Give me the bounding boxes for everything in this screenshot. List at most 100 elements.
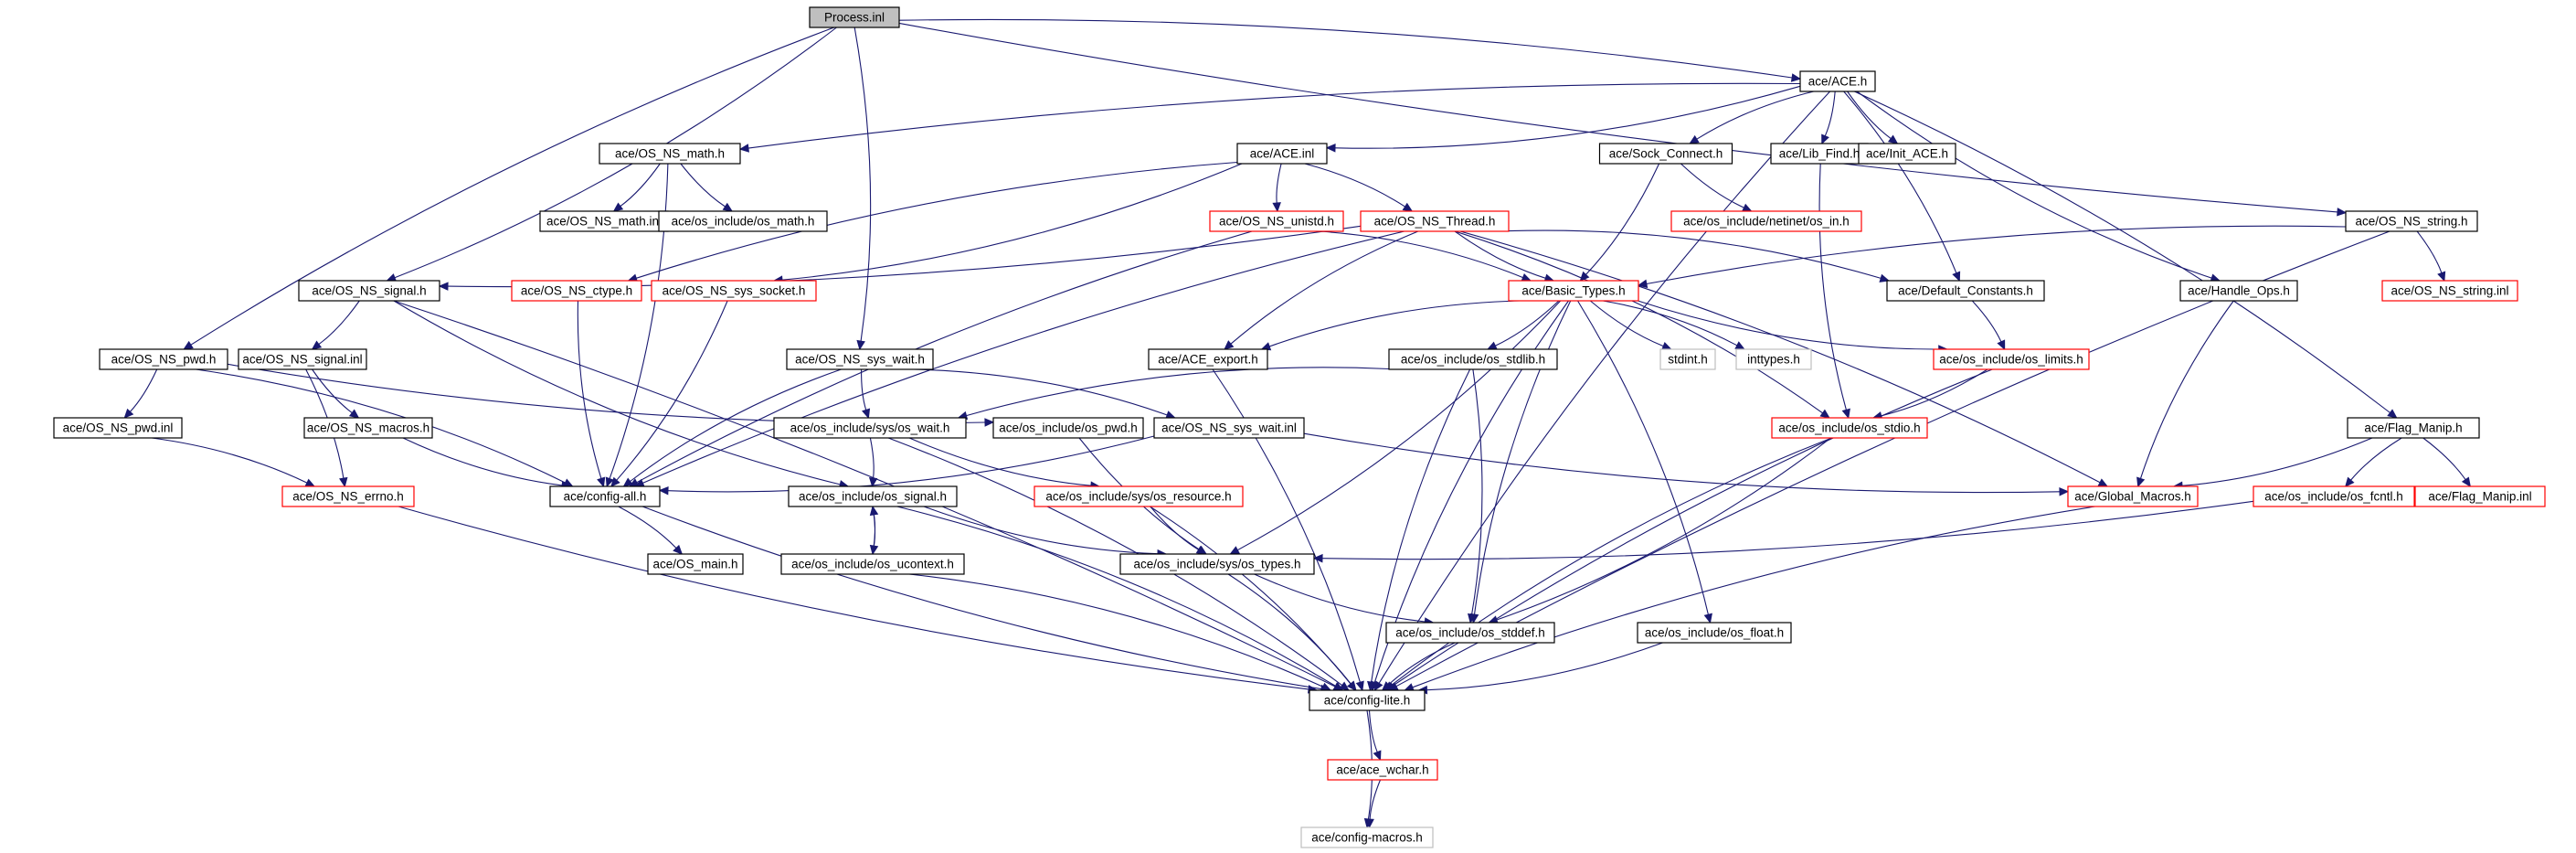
- node-box[interactable]: [1799, 70, 1876, 92]
- arrowhead: [1365, 818, 1374, 829]
- node-box[interactable]: [1670, 210, 1862, 232]
- node-box[interactable]: [2179, 280, 2298, 302]
- node-ace-config-macros-h[interactable]: ace/config-macros.h: [1300, 826, 1434, 848]
- node-ace-handle-ops-h[interactable]: ace/Handle_Ops.h: [2179, 280, 2298, 302]
- node-ace-ace-export-h[interactable]: ace/ACE_export.h: [1148, 348, 1268, 370]
- node-box[interactable]: [1209, 210, 1344, 232]
- node-box[interactable]: [1153, 417, 1305, 439]
- node-box[interactable]: [303, 417, 433, 439]
- node-ace-sock-connect-h[interactable]: ace/Sock_Connect.h: [1598, 143, 1733, 165]
- node-box[interactable]: [2347, 417, 2480, 439]
- node-ace-ace-inl[interactable]: ace/ACE.inl: [1236, 143, 1328, 165]
- node-ace-default-constants-h[interactable]: ace/Default_Constants.h: [1886, 280, 2045, 302]
- node-ace-os-include-os-float-h[interactable]: ace/os_include/os_float.h: [1637, 622, 1792, 644]
- node-box[interactable]: [1886, 280, 2045, 302]
- node-box[interactable]: [599, 143, 741, 165]
- node-box[interactable]: [298, 280, 440, 302]
- node-box[interactable]: [1659, 348, 1716, 370]
- node-ace-os-ns-sys-wait-inl[interactable]: ace/OS_NS_sys_wait.inl: [1153, 417, 1305, 439]
- node-ace-os-ns-macros-h[interactable]: ace/OS_NS_macros.h: [303, 417, 433, 439]
- node-box[interactable]: [1236, 143, 1328, 165]
- node-box[interactable]: [1309, 689, 1426, 711]
- node-ace-ace-wchar-h[interactable]: ace/ace_wchar.h: [1327, 759, 1438, 781]
- node-ace-os-ns-errno-h[interactable]: ace/OS_NS_errno.h: [281, 485, 415, 507]
- node-ace-os-ns-sys-socket-h[interactable]: ace/OS_NS_sys_socket.h: [651, 280, 817, 302]
- node-ace-os-include-os-pwd-h[interactable]: ace/os_include/os_pwd.h: [992, 417, 1144, 439]
- node-ace-os-ns-unistd-h[interactable]: ace/OS_NS_unistd.h: [1209, 210, 1344, 232]
- node-box[interactable]: [1385, 622, 1555, 644]
- node-ace-os-include-sys-os-wait-h[interactable]: ace/os_include/sys/os_wait.h: [773, 417, 967, 439]
- node-box[interactable]: [238, 348, 367, 370]
- node-ace-os-ns-string-inl[interactable]: ace/OS_NS_string.inl: [2381, 280, 2518, 302]
- node-process-inl[interactable]: Process.inl: [809, 6, 900, 28]
- node-box[interactable]: [1388, 348, 1558, 370]
- node-ace-os-ns-math-inl[interactable]: ace/OS_NS_math.inl: [539, 210, 669, 232]
- node-ace-init-ace-h[interactable]: ace/Init_ACE.h: [1858, 143, 1956, 165]
- node-box[interactable]: [1598, 143, 1733, 165]
- node-box[interactable]: [281, 485, 415, 507]
- node-ace-lib-find-h[interactable]: ace/Lib_Find.h: [1770, 143, 1869, 165]
- node-ace-os-ns-string-h[interactable]: ace/OS_NS_string.h: [2345, 210, 2478, 232]
- node-ace-ace-h[interactable]: ace/ACE.h: [1799, 70, 1876, 92]
- node-ace-os-include-sys-os-types-h[interactable]: ace/os_include/sys/os_types.h: [1119, 553, 1315, 575]
- node-box[interactable]: [992, 417, 1144, 439]
- node-box[interactable]: [1360, 210, 1510, 232]
- node-ace-os-ns-thread-h[interactable]: ace/OS_NS_Thread.h: [1360, 210, 1510, 232]
- node-box[interactable]: [1508, 280, 1639, 302]
- node-ace-os-ns-pwd-h[interactable]: ace/OS_NS_pwd.h: [99, 348, 228, 370]
- node-box[interactable]: [788, 485, 958, 507]
- node-box[interactable]: [780, 553, 965, 575]
- node-ace-flag-manip-h[interactable]: ace/Flag_Manip.h: [2347, 417, 2480, 439]
- node-box[interactable]: [1637, 622, 1792, 644]
- node-box[interactable]: [2345, 210, 2478, 232]
- node-box[interactable]: [1327, 759, 1438, 781]
- node-ace-os-ns-signal-inl[interactable]: ace/OS_NS_signal.inl: [238, 348, 367, 370]
- node-box[interactable]: [773, 417, 967, 439]
- node-box[interactable]: [1119, 553, 1315, 575]
- node-box[interactable]: [2067, 485, 2199, 507]
- node-ace-config-all-h[interactable]: ace/config-all.h: [549, 485, 661, 507]
- node-ace-basic-types-h[interactable]: ace/Basic_Types.h: [1508, 280, 1639, 302]
- node-box[interactable]: [99, 348, 228, 370]
- node-stdint-h[interactable]: stdint.h: [1659, 348, 1716, 370]
- node-box[interactable]: [786, 348, 934, 370]
- node-ace-os-include-os-fcntl-h[interactable]: ace/os_include/os_fcntl.h: [2253, 485, 2415, 507]
- node-ace-os-ns-ctype-h[interactable]: ace/OS_NS_ctype.h: [511, 280, 642, 302]
- node-ace-os-include-os-signal-h[interactable]: ace/os_include/os_signal.h: [788, 485, 958, 507]
- node-box[interactable]: [809, 6, 900, 28]
- node-ace-os-include-os-stddef-h[interactable]: ace/os_include/os_stddef.h: [1385, 622, 1555, 644]
- node-ace-os-include-os-stdlib-h[interactable]: ace/os_include/os_stdlib.h: [1388, 348, 1558, 370]
- node-ace-os-ns-math-h[interactable]: ace/OS_NS_math.h: [599, 143, 741, 165]
- edge-line: [196, 368, 566, 484]
- node-ace-config-lite-h[interactable]: ace/config-lite.h: [1309, 689, 1426, 711]
- node-box[interactable]: [1933, 348, 2090, 370]
- node-box[interactable]: [2414, 485, 2546, 507]
- node-ace-os-main-h[interactable]: ace/OS_main.h: [647, 553, 744, 575]
- node-ace-os-include-netinet-os-in-h[interactable]: ace/os_include/netinet/os_in.h: [1670, 210, 1862, 232]
- node-inttypes-h[interactable]: inttypes.h: [1735, 348, 1812, 370]
- node-box[interactable]: [1735, 348, 1812, 370]
- node-box[interactable]: [53, 417, 183, 439]
- node-box[interactable]: [2253, 485, 2415, 507]
- node-ace-global-macros-h[interactable]: ace/Global_Macros.h: [2067, 485, 2199, 507]
- node-box[interactable]: [1148, 348, 1268, 370]
- node-ace-os-include-os-stdio-h[interactable]: ace/os_include/os_stdio.h: [1771, 417, 1928, 439]
- node-box[interactable]: [647, 553, 744, 575]
- node-box[interactable]: [1300, 826, 1434, 848]
- node-ace-os-include-os-limits-h[interactable]: ace/os_include/os_limits.h: [1933, 348, 2090, 370]
- node-box[interactable]: [1771, 417, 1928, 439]
- node-ace-os-ns-pwd-inl[interactable]: ace/OS_NS_pwd.inl: [53, 417, 183, 439]
- node-box[interactable]: [1034, 485, 1244, 507]
- node-ace-os-include-os-math-h[interactable]: ace/os_include/os_math.h: [658, 210, 828, 232]
- node-box[interactable]: [511, 280, 642, 302]
- node-box[interactable]: [1858, 143, 1956, 165]
- node-ace-os-include-os-ucontext-h[interactable]: ace/os_include/os_ucontext.h: [780, 553, 965, 575]
- node-box[interactable]: [651, 280, 817, 302]
- node-box[interactable]: [549, 485, 661, 507]
- node-ace-os-include-sys-os-resource-h[interactable]: ace/os_include/sys/os_resource.h: [1034, 485, 1244, 507]
- node-ace-os-ns-signal-h[interactable]: ace/OS_NS_signal.h: [298, 280, 440, 302]
- node-box[interactable]: [2381, 280, 2518, 302]
- node-ace-flag-manip-inl[interactable]: ace/Flag_Manip.inl: [2414, 485, 2546, 507]
- node-ace-os-ns-sys-wait-h[interactable]: ace/OS_NS_sys_wait.h: [786, 348, 934, 370]
- node-box[interactable]: [658, 210, 828, 232]
